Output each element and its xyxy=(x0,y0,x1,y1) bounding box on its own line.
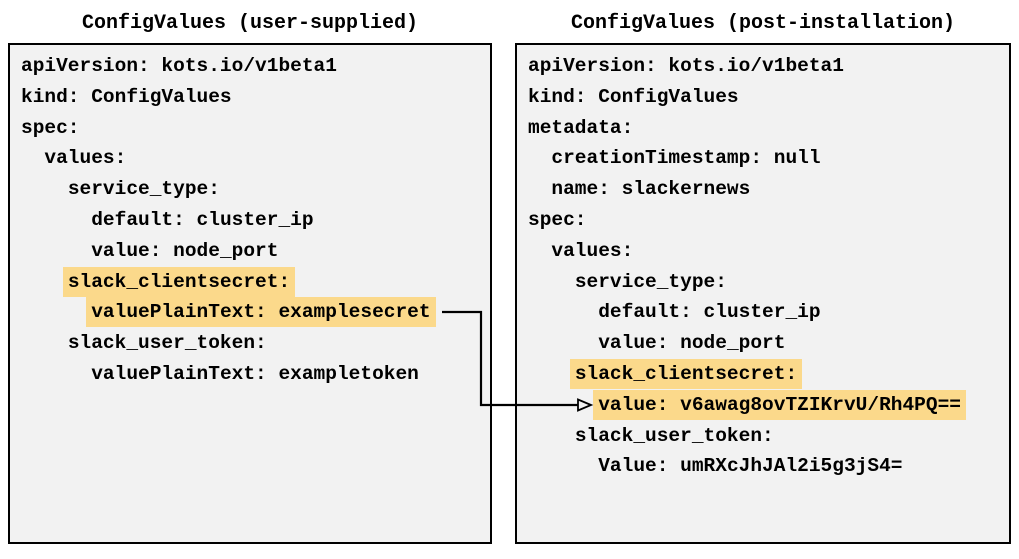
code-line: value: node_port xyxy=(21,236,486,267)
code-text: value: node_port xyxy=(598,332,786,355)
code-line: Value: umRXcJhJAl2i5g3jS4= xyxy=(528,451,1005,482)
code-text: apiVersion: kots.io/v1beta1 xyxy=(528,55,844,77)
code-text: apiVersion: kots.io/v1beta1 xyxy=(21,55,337,77)
code-text: service_type: xyxy=(574,270,727,293)
code-text: service_type: xyxy=(67,178,220,201)
panel-title-user-supplied: ConfigValues (user-supplied) xyxy=(81,12,419,35)
code-line: slack_user_token: xyxy=(21,328,486,359)
arrow-target-highlight: value: v6awag8ovTZIKrvU/Rh4PQ== xyxy=(593,389,966,420)
code-text: value: node_port xyxy=(91,239,279,262)
code-line: slack_user_token: xyxy=(528,421,1005,452)
code-line: metadata: xyxy=(528,113,1005,144)
code-line: service_type: xyxy=(21,174,486,205)
code-text: slack_user_token: xyxy=(67,332,267,355)
code-text: spec: xyxy=(528,208,587,231)
code-line: kind: ConfigValues xyxy=(21,82,486,113)
arrow-source-highlight: valuePlainText: examplesecret xyxy=(86,297,436,328)
code-text: creationTimestamp: null xyxy=(551,147,821,170)
code-text: default: cluster_ip xyxy=(598,301,821,324)
code-text: metadata: xyxy=(528,116,634,139)
code-line: value: v6awag8ovTZIKrvU/Rh4PQ== xyxy=(528,389,1005,421)
code-line: valuePlainText: examplesecret xyxy=(21,297,486,328)
code-line: spec: xyxy=(528,205,1005,236)
code-line: slack_clientsecret: xyxy=(21,266,486,298)
config-panel-post-installation: ConfigValues (post-installation) apiVers… xyxy=(515,8,1011,544)
code-line: default: cluster_ip xyxy=(21,205,486,236)
code-line: creationTimestamp: null xyxy=(528,143,1005,174)
code-line: service_type: xyxy=(528,267,1005,298)
code-line: values: xyxy=(528,236,1005,267)
code-text: kind: ConfigValues xyxy=(528,85,739,108)
code-line: valuePlainText: exampletoken xyxy=(21,359,486,390)
code-text: values: xyxy=(44,147,127,170)
code-line: spec: xyxy=(21,113,486,144)
highlighted-text: slack_clientsecret: xyxy=(62,266,296,297)
code-text: kind: ConfigValues xyxy=(21,85,232,108)
code-line: value: node_port xyxy=(528,328,1005,359)
code-line: slack_clientsecret: xyxy=(528,358,1005,390)
code-line: name: slackernews xyxy=(528,174,1005,205)
panel-title-post-installation: ConfigValues (post-installation) xyxy=(570,12,956,35)
code-line: values: xyxy=(21,143,486,174)
code-box-user-supplied: apiVersion: kots.io/v1beta1 kind: ConfigV… xyxy=(8,43,492,544)
highlighted-text: slack_clientsecret: xyxy=(569,358,803,389)
code-line: default: cluster_ip xyxy=(528,297,1005,328)
code-text: values: xyxy=(551,239,634,262)
code-text: Value: umRXcJhJAl2i5g3jS4= xyxy=(598,455,903,478)
code-box-post-installation: apiVersion: kots.io/v1beta1 kind: ConfigV… xyxy=(515,43,1011,544)
code-line: apiVersion: kots.io/v1beta1 xyxy=(528,51,1005,82)
code-text: default: cluster_ip xyxy=(91,208,314,231)
code-line: apiVersion: kots.io/v1beta1 xyxy=(21,51,486,82)
code-text: valuePlainText: exampletoken xyxy=(91,362,419,385)
code-line: kind: ConfigValues xyxy=(528,82,1005,113)
code-text: name: slackernews xyxy=(551,178,751,201)
config-panel-user-supplied: ConfigValues (user-supplied) apiVersion:… xyxy=(8,8,492,544)
code-text: slack_user_token: xyxy=(574,424,774,447)
code-text: spec: xyxy=(21,116,80,139)
